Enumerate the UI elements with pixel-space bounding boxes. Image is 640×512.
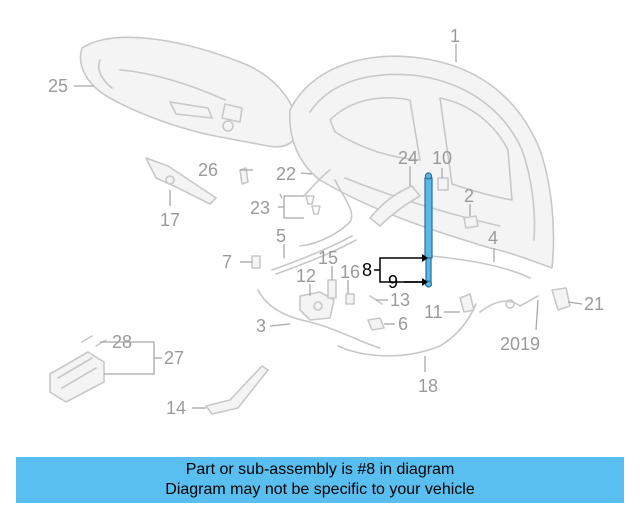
callout-2019: 2019	[500, 334, 540, 354]
bracket-24	[369, 185, 421, 227]
callout-1: 1	[450, 26, 460, 46]
callout-26: 26	[198, 160, 218, 180]
callout-23: 23	[250, 198, 270, 218]
callout-27: 27	[164, 348, 184, 368]
bracket-21	[551, 287, 571, 311]
hood-panel	[289, 55, 555, 269]
callout-16: 16	[340, 262, 360, 282]
callout-8: 8	[362, 260, 372, 280]
callout-3: 3	[256, 316, 266, 336]
callout-18: 18	[418, 376, 438, 396]
clip-26	[239, 167, 249, 185]
callout-21: 21	[584, 294, 604, 314]
hood-insulator-pad	[79, 36, 299, 148]
info-banner: Part or sub-assembly is #8 in diagram Di…	[16, 457, 624, 503]
callout-24: 24	[398, 148, 418, 168]
callout-2: 2	[464, 186, 474, 206]
clip-7	[251, 255, 261, 269]
callout-14: 14	[166, 398, 186, 418]
callout-12: 12	[296, 266, 316, 286]
callout-22: 22	[276, 164, 296, 184]
pad-2	[463, 215, 479, 229]
banner-line-2: Diagram may not be specific to your vehi…	[165, 481, 475, 498]
callout-9: 9	[388, 272, 398, 292]
latch-assembly-27	[49, 351, 105, 403]
rod-2019	[479, 295, 539, 313]
screws-23	[305, 195, 321, 215]
latch-12	[299, 291, 335, 321]
handle-14	[205, 365, 269, 415]
bracket-17	[145, 157, 217, 205]
weatherstrip-5	[271, 235, 357, 275]
callout-10: 10	[432, 148, 452, 168]
callout-15: 15	[318, 248, 338, 268]
nut-16	[345, 293, 355, 305]
release-cable-3	[257, 289, 381, 349]
bracket-11	[459, 293, 475, 313]
banner-line-1: Part or sub-assembly is #8 in diagram	[185, 461, 455, 478]
cable-18	[337, 303, 477, 357]
callout-13: 13	[390, 290, 410, 310]
callout-6: 6	[398, 314, 408, 334]
callout-28: 28	[112, 332, 132, 352]
callout-25: 25	[48, 76, 68, 96]
seal-4	[431, 255, 531, 279]
callout-5: 5	[276, 226, 286, 246]
screw-28	[81, 335, 107, 347]
bolt-15	[327, 279, 337, 299]
hood-strut-highlighted	[424, 172, 433, 288]
seal-22	[299, 169, 353, 247]
callout-11: 11	[424, 302, 443, 322]
callout-7: 7	[222, 252, 232, 272]
bumper-10	[437, 177, 449, 191]
callout-4: 4	[488, 228, 498, 248]
parts-diagram: 1 25 26 22 24 10 2 23 17 5 4 7 8 15 16 1…	[48, 26, 604, 418]
grommet-6	[367, 317, 385, 331]
callout-17: 17	[160, 210, 180, 230]
